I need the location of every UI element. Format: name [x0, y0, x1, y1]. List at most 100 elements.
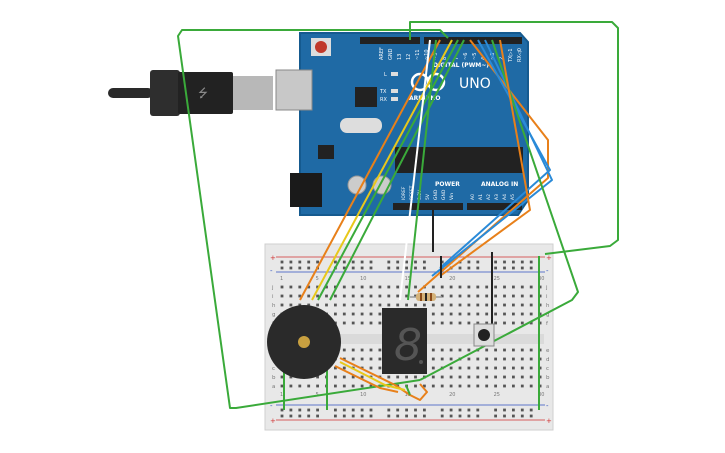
wire-orange-1[interactable] — [299, 39, 441, 301]
breadboard-hole[interactable] — [342, 312, 346, 316]
breadboard-hole[interactable] — [494, 321, 497, 325]
breadboard-hole[interactable] — [307, 414, 311, 418]
wire-yellow-display[interactable] — [339, 361, 406, 391]
breadboard-hole[interactable] — [529, 260, 533, 264]
breadboard-hole[interactable] — [414, 408, 417, 412]
breadboard-hole[interactable] — [512, 366, 515, 370]
breadboard-hole[interactable] — [289, 266, 293, 270]
breadboard-hole[interactable] — [423, 414, 426, 418]
reset-button[interactable] — [315, 41, 327, 53]
breadboard-hole[interactable] — [360, 348, 364, 352]
breadboard-hole[interactable] — [440, 294, 444, 298]
breadboard-hole[interactable] — [503, 294, 506, 298]
breadboard-hole[interactable] — [414, 285, 417, 289]
breadboard-hole[interactable] — [520, 303, 524, 307]
breadboard-hole[interactable] — [520, 266, 524, 270]
breadboard-hole[interactable] — [378, 285, 382, 289]
breadboard-hole[interactable] — [494, 312, 497, 316]
breadboard-hole[interactable] — [342, 303, 346, 307]
breadboard-hole[interactable] — [396, 294, 400, 298]
breadboard-hole[interactable] — [512, 266, 515, 270]
breadboard-hole[interactable] — [440, 260, 444, 264]
breadboard-hole[interactable] — [360, 266, 364, 270]
breadboard-hole[interactable] — [360, 294, 364, 298]
breadboard-hole[interactable] — [512, 375, 515, 379]
breadboard-hole[interactable] — [467, 266, 471, 270]
breadboard-hole[interactable] — [369, 260, 373, 264]
breadboard-hole[interactable] — [351, 285, 355, 289]
breadboard-hole[interactable] — [431, 303, 435, 307]
breadboard-hole[interactable] — [396, 285, 400, 289]
breadboard-hole[interactable] — [431, 375, 435, 379]
breadboard-hole[interactable] — [458, 414, 462, 418]
breadboard-hole[interactable] — [369, 366, 373, 370]
breadboard-hole[interactable] — [423, 303, 426, 307]
breadboard-hole[interactable] — [529, 408, 533, 412]
breadboard-hole[interactable] — [529, 312, 533, 316]
breadboard-hole[interactable] — [467, 285, 471, 289]
usb-cable[interactable]: ⭍ — [108, 70, 273, 116]
breadboard-hole[interactable] — [467, 408, 471, 412]
breadboard-hole[interactable] — [529, 266, 533, 270]
breadboard-hole[interactable] — [538, 321, 542, 325]
breadboard-hole[interactable] — [485, 366, 489, 370]
breadboard-hole[interactable] — [449, 348, 453, 352]
breadboard-hole[interactable] — [342, 266, 346, 270]
breadboard-hole[interactable] — [520, 384, 524, 388]
breadboard-hole[interactable] — [351, 260, 355, 264]
breadboard-hole[interactable] — [325, 303, 328, 307]
breadboard-hole[interactable] — [503, 348, 506, 352]
breadboard-hole[interactable] — [467, 294, 471, 298]
breadboard-hole[interactable] — [360, 321, 364, 325]
breadboard-hole[interactable] — [351, 357, 355, 361]
breadboard-hole[interactable] — [396, 303, 400, 307]
breadboard-hole[interactable] — [378, 348, 382, 352]
breadboard-hole[interactable] — [280, 375, 284, 379]
breadboard-hole[interactable] — [467, 357, 471, 361]
breadboard-hole[interactable] — [280, 384, 284, 388]
breadboard-hole[interactable] — [440, 312, 444, 316]
breadboard-hole[interactable] — [467, 312, 471, 316]
breadboard-hole[interactable] — [520, 285, 524, 289]
breadboard-hole[interactable] — [431, 321, 435, 325]
breadboard-hole[interactable] — [503, 260, 506, 264]
breadboard-hole[interactable] — [476, 260, 480, 264]
breadboard-hole[interactable] — [476, 312, 480, 316]
breadboard-hole[interactable] — [529, 303, 533, 307]
breadboard-hole[interactable] — [325, 285, 328, 289]
breadboard-hole[interactable] — [334, 312, 337, 316]
breadboard-hole[interactable] — [449, 375, 453, 379]
breadboard-hole[interactable] — [520, 312, 524, 316]
breadboard-hole[interactable] — [369, 357, 373, 361]
wire-green-1[interactable] — [317, 39, 459, 301]
breadboard-hole[interactable] — [387, 266, 391, 270]
breadboard-hole[interactable] — [369, 285, 373, 289]
breadboard-hole[interactable] — [351, 408, 355, 412]
breadboard-hole[interactable] — [494, 375, 497, 379]
breadboard-hole[interactable] — [494, 357, 497, 361]
breadboard-hole[interactable] — [494, 384, 497, 388]
breadboard-hole[interactable] — [414, 303, 417, 307]
breadboard-hole[interactable] — [351, 414, 355, 418]
breadboard-hole[interactable] — [360, 285, 364, 289]
breadboard-hole[interactable] — [512, 357, 515, 361]
breadboard-hole[interactable] — [280, 294, 284, 298]
breadboard-hole[interactable] — [387, 414, 391, 418]
breadboard-hole[interactable] — [440, 348, 444, 352]
breadboard-hole[interactable] — [316, 303, 319, 307]
breadboard-hole[interactable] — [431, 348, 435, 352]
breadboard-hole[interactable] — [342, 414, 346, 418]
breadboard-hole[interactable] — [431, 384, 435, 388]
breadboard-hole[interactable] — [351, 375, 355, 379]
breadboard-hole[interactable] — [529, 366, 533, 370]
breadboard-hole[interactable] — [503, 357, 506, 361]
breadboard-hole[interactable] — [503, 375, 506, 379]
breadboard-hole[interactable] — [520, 260, 524, 264]
breadboard-hole[interactable] — [467, 321, 471, 325]
arduino-board[interactable]: AREF GND 13 12 ~11 ~10 ~9 8 7 ~6 ~5 4 ~3… — [275, 32, 529, 216]
breadboard-hole[interactable] — [458, 348, 462, 352]
breadboard-hole[interactable] — [467, 384, 471, 388]
breadboard-hole[interactable] — [485, 384, 489, 388]
breadboard-hole[interactable] — [316, 384, 319, 388]
breadboard-hole[interactable] — [503, 414, 506, 418]
